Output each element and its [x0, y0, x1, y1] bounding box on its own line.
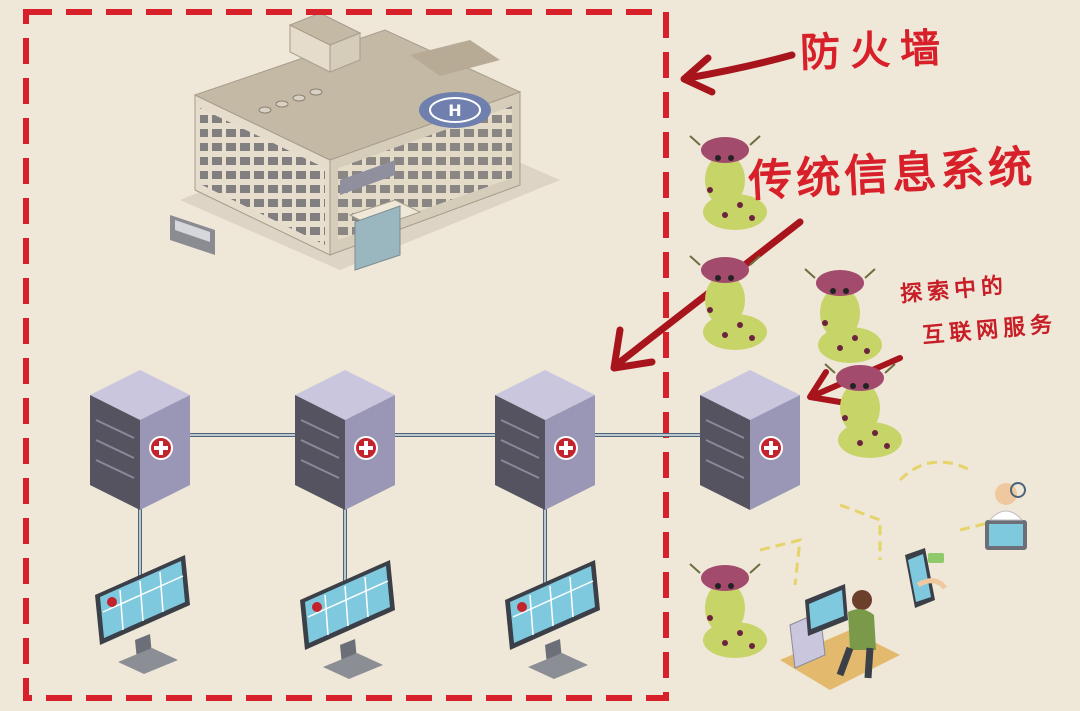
svg-text:H: H	[448, 101, 461, 120]
virus-icon	[689, 563, 767, 658]
mobile-phone-icon	[905, 548, 947, 608]
monitor-icon	[95, 555, 190, 674]
firewall-label: 防火墙	[799, 25, 951, 77]
monitor-icon	[300, 560, 395, 679]
hospital-building-icon: H	[170, 12, 560, 271]
network-connections	[138, 433, 700, 600]
server-icon	[495, 370, 595, 510]
virus-icon	[689, 135, 767, 230]
firewall-boundary	[23, 9, 669, 701]
virus-icon	[824, 363, 902, 458]
arrow-to-firewall	[680, 51, 796, 96]
virus-icon	[689, 255, 767, 350]
server-icon	[700, 370, 800, 510]
user-at-computer-icon	[780, 584, 900, 690]
server-icon	[295, 370, 395, 510]
server-icon	[90, 370, 190, 510]
doctor-icon	[985, 482, 1027, 550]
virus-icon	[804, 268, 882, 363]
monitor-icon	[505, 560, 600, 679]
